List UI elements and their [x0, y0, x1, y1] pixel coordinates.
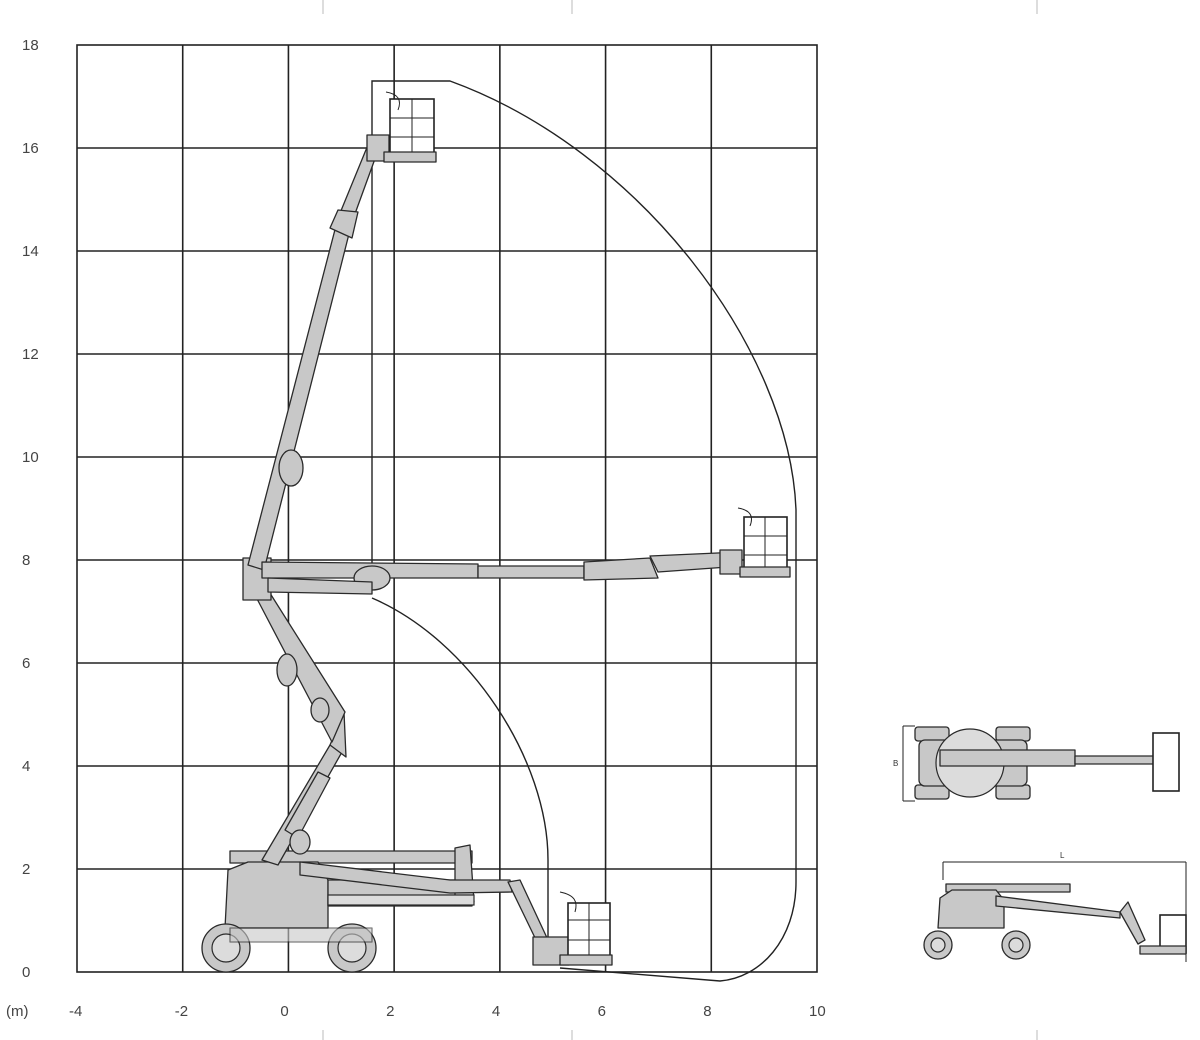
- inset-top-view: B: [893, 725, 1180, 802]
- grid-frame: [76, 44, 818, 973]
- y-tick-label: 4: [22, 758, 30, 775]
- lower-boom: [242, 557, 347, 866]
- bottom-edge-marks: [322, 1030, 1038, 1040]
- inset-top-dimension-label: B: [893, 759, 898, 768]
- x-tick-label: 2: [386, 1003, 394, 1020]
- y-tick-label: 6: [22, 655, 30, 672]
- x-tick-label: 6: [598, 1003, 606, 1020]
- x-tick-label: 8: [703, 1003, 711, 1020]
- x-tick-label: -4: [69, 1003, 82, 1020]
- inset-side-view: L: [923, 851, 1187, 962]
- y-tick-label: 0: [22, 964, 30, 981]
- inset-side-dimension-label: L: [1060, 851, 1065, 860]
- upper-boom-horizontal: [261, 507, 791, 595]
- x-tick-label: -2: [175, 1003, 188, 1020]
- working-envelope: [371, 80, 797, 982]
- x-tick-label: 10: [809, 1003, 826, 1020]
- machine-base: [201, 844, 475, 973]
- y-tick-label: 12: [22, 346, 39, 363]
- y-tick-label: 10: [22, 449, 39, 466]
- chart-grid: [76, 44, 818, 973]
- unit-label: (m): [6, 1003, 29, 1020]
- y-tick-label: 2: [22, 861, 30, 878]
- y-tick-label: 14: [22, 243, 39, 260]
- x-tick-label: 4: [492, 1003, 500, 1020]
- top-edge-marks: [322, 0, 1038, 14]
- upper-boom-vertical: [247, 91, 437, 571]
- y-tick-label: 8: [22, 552, 30, 569]
- x-axis-labels: -4 -2 0 2 4 6 8 10: [69, 1003, 826, 1020]
- y-axis-labels: 0 2 4 6 8 10 12 14 16 18: [22, 37, 39, 981]
- y-tick-label: 18: [22, 37, 39, 54]
- x-tick-label: 0: [280, 1003, 288, 1020]
- stowed-jib: [299, 861, 613, 966]
- y-tick-label: 16: [22, 140, 39, 157]
